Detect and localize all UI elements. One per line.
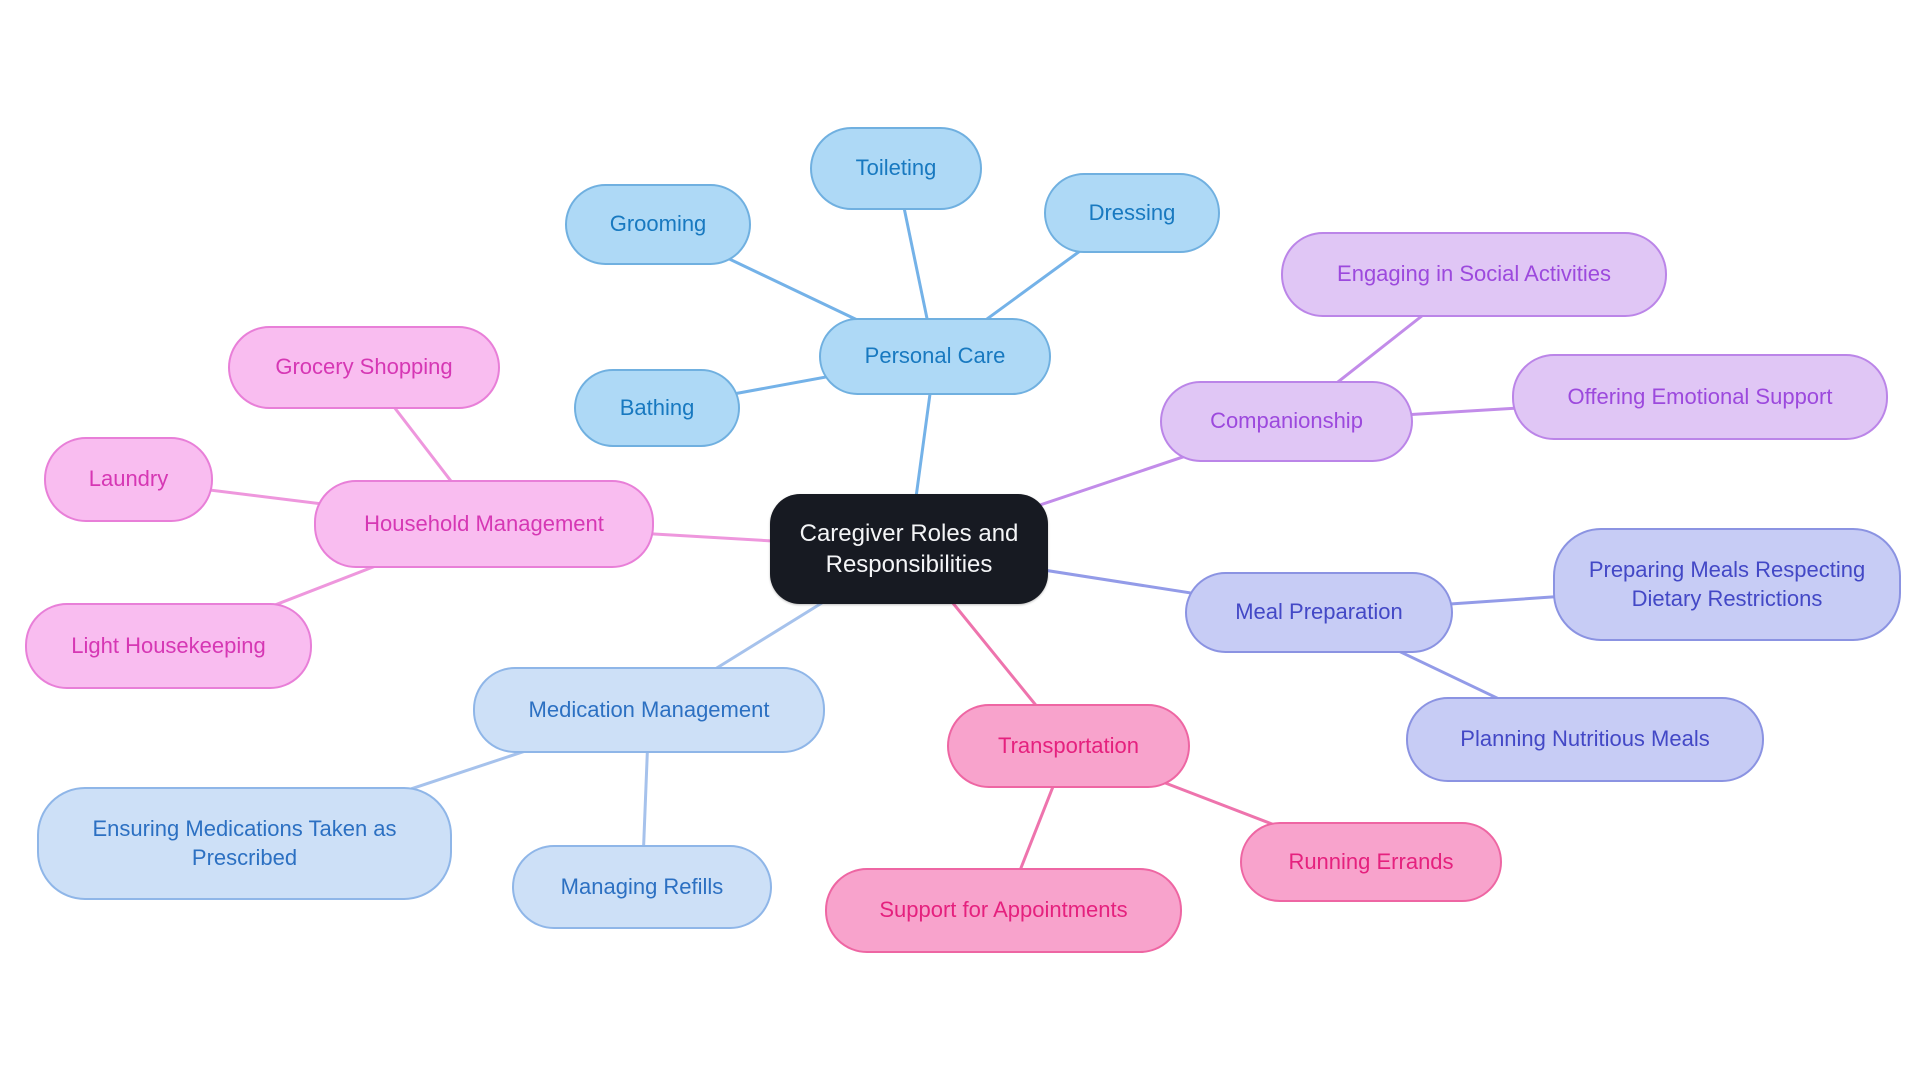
node-bathing[interactable]: Bathing [574,369,740,447]
node-companionship[interactable]: Companionship [1160,381,1413,462]
node-household-management[interactable]: Household Management [314,480,654,568]
node-laundry[interactable]: Laundry [44,437,213,522]
node-managing-refills[interactable]: Managing Refills [512,845,772,929]
node-dressing[interactable]: Dressing [1044,173,1220,253]
node-medication-management[interactable]: Medication Management [473,667,825,753]
node-central-caregiver-roles[interactable]: Caregiver Roles and Responsibilities [770,494,1048,604]
node-light-housekeeping[interactable]: Light Housekeeping [25,603,312,689]
node-engaging-social-activities[interactable]: Engaging in Social Activities [1281,232,1667,317]
node-personal-care[interactable]: Personal Care [819,318,1051,395]
node-planning-nutritious-meals[interactable]: Planning Nutritious Meals [1406,697,1764,782]
node-preparing-meals-dietary-restrictions[interactable]: Preparing Meals Respecting Dietary Restr… [1553,528,1901,641]
node-ensuring-medications-prescribed[interactable]: Ensuring Medications Taken as Prescribed [37,787,452,900]
node-offering-emotional-support[interactable]: Offering Emotional Support [1512,354,1888,440]
node-meal-preparation[interactable]: Meal Preparation [1185,572,1453,653]
node-transportation[interactable]: Transportation [947,704,1190,788]
node-grocery-shopping[interactable]: Grocery Shopping [228,326,500,409]
node-grooming[interactable]: Grooming [565,184,751,265]
node-support-for-appointments[interactable]: Support for Appointments [825,868,1182,953]
node-toileting[interactable]: Toileting [810,127,982,210]
node-running-errands[interactable]: Running Errands [1240,822,1502,902]
